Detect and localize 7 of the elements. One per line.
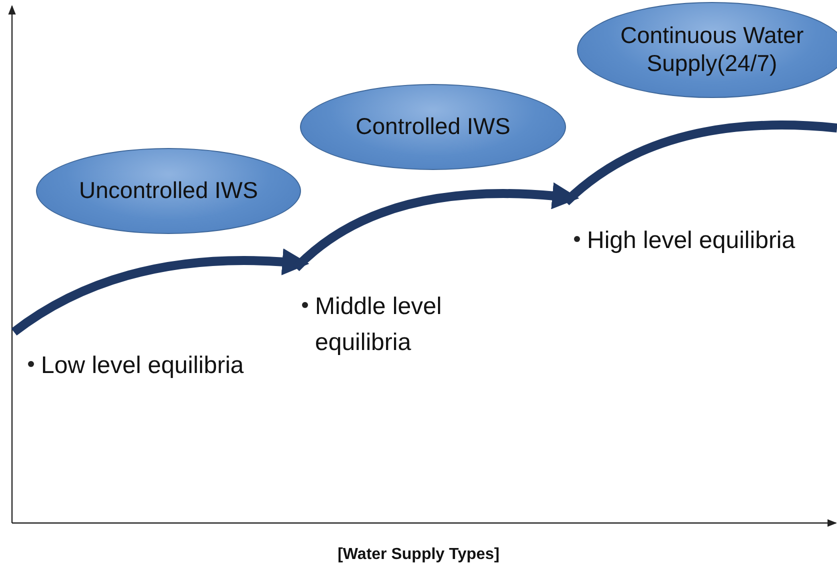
stage-label: Middle level equilibria — [315, 292, 443, 358]
node-label: Controlled IWS — [356, 113, 510, 141]
caption: [Water Supply Types] — [336, 546, 500, 564]
node-label: Uncontrolled IWS — [79, 177, 258, 205]
stage-label: High level equilibria — [587, 226, 796, 256]
stage-label: Low level equilibria — [41, 351, 244, 381]
node-label: Continuous Water Supply(24/7) — [619, 22, 805, 78]
